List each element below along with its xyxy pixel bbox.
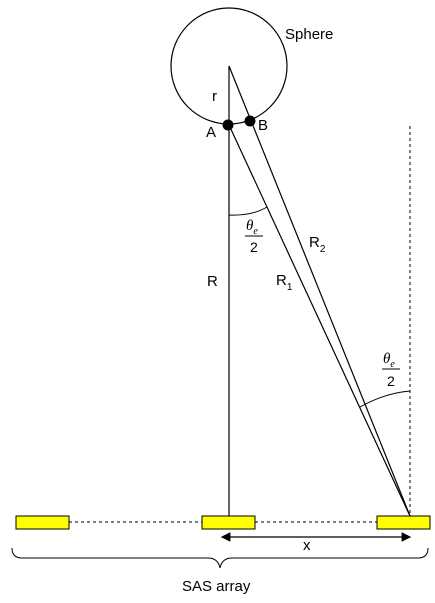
- range-r1-line: [228, 124, 411, 517]
- range-r1-label: R1: [276, 272, 293, 293]
- point-a-label: A: [206, 124, 216, 141]
- angle-arc-bottom: [359, 390, 411, 408]
- svg-text:θe: θe: [383, 351, 395, 370]
- point-b-label: B: [258, 117, 268, 134]
- array-element-center: [201, 515, 256, 530]
- array-element-right: [376, 515, 431, 530]
- range-r-label: R: [207, 273, 218, 290]
- point-a-dot: [222, 119, 234, 131]
- angle-arc-top: [228, 206, 268, 216]
- x-label: x: [303, 537, 311, 554]
- array-brace: [11, 547, 429, 569]
- array-element-left: [15, 515, 70, 530]
- sphere-label: Sphere: [285, 26, 333, 43]
- radius-label: r: [212, 88, 217, 105]
- half-angle-label-bottom: θe 2: [382, 351, 400, 389]
- range-r2-label: R2: [309, 234, 326, 255]
- half-angle-label-top: θe 2: [245, 218, 263, 255]
- range-r2-line: [228, 65, 411, 517]
- svg-text:2: 2: [387, 373, 395, 389]
- svg-text:θe: θe: [246, 218, 258, 237]
- svg-text:2: 2: [250, 239, 258, 255]
- array-label: SAS array: [182, 578, 251, 595]
